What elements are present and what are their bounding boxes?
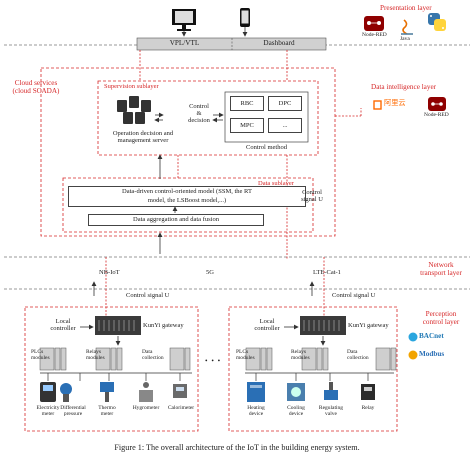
method-rbc: RBC [230, 96, 264, 111]
supervision-title: Supervision sublayer [104, 83, 159, 90]
method-mpc: MPC [230, 118, 264, 133]
java-logo [401, 19, 413, 35]
heating-device-icon [247, 382, 265, 402]
aliyun-label: 阿里云 [384, 99, 406, 107]
gateway-label-left: KunYi gateway [143, 322, 184, 329]
python-logo [428, 13, 446, 31]
nodered-mid-label: Node-RED [424, 112, 449, 118]
aliyun-logo [373, 100, 382, 110]
data-sublayer-title: Data sublayer [258, 180, 294, 187]
nodered-top-label: Node-RED [362, 32, 387, 38]
data-model-box: Data-driven control-oriented model (SSM,… [68, 186, 306, 207]
phone-icon [240, 8, 250, 27]
lte-label: LTE-Cat-1 [313, 269, 341, 276]
differential-pressure-icon [60, 383, 72, 402]
data-sublayer-box [62, 177, 314, 233]
hygrometer-icon [139, 382, 153, 402]
calorimeter-icon [173, 384, 187, 398]
nodered-logo-mid [428, 97, 446, 111]
gateway-label-right: KunYi gateway [348, 322, 389, 329]
device-label-calorimeter: Calorimeter [167, 405, 195, 411]
nodered-logo-top [364, 16, 384, 31]
dashboard-label: Dashboard [263, 39, 295, 47]
layer-title-presentation: Presentation layer [380, 4, 432, 12]
thermo-meter-icon [100, 382, 114, 402]
layer-title-cloud: Cloud services(cloud SCADA) [12, 79, 60, 95]
control-method-label: Control method [246, 144, 287, 151]
relay-icon [361, 384, 375, 400]
control-signal-right: Control signal U [332, 292, 376, 299]
cloud-services-box [40, 67, 336, 237]
gateway-device-left [95, 316, 141, 335]
device-label-relay: Relay [361, 405, 375, 411]
control-decision-label: Control&decision [188, 103, 210, 125]
server-cluster-icon [117, 96, 151, 124]
aggregation-box: Data aggregation and data fusion [88, 214, 264, 226]
device-label-hygrometer: Hygrometer [132, 405, 160, 411]
modules-right [245, 347, 397, 371]
layer-title-data-intelligence: Data intelligence layer [371, 83, 437, 91]
bacnet-logo [408, 332, 418, 342]
perception-box-left [24, 306, 199, 432]
control-method-box [224, 91, 309, 143]
figure-caption: Figure 1: The overall architecture of th… [114, 443, 360, 452]
gateway-device-right [300, 316, 346, 335]
ellipsis: • • • [205, 357, 222, 365]
bacnet-label: BACnet [419, 332, 444, 340]
control-signal-left: Control signal U [126, 292, 170, 299]
presentation-bar [136, 37, 327, 51]
method-more: ... [268, 118, 302, 133]
fiveg-label: 5G [206, 269, 214, 276]
perception-box-right [228, 306, 398, 432]
electricity-meter-icon [40, 382, 56, 402]
layer-separators [4, 44, 470, 290]
nbiot-label: NB-IoT [99, 269, 120, 276]
modbus-label: Modbus [419, 350, 445, 358]
cooling-device-icon [287, 383, 305, 401]
java-label: Java [400, 36, 410, 42]
modbus-logo [408, 350, 418, 360]
desktop-icon [172, 9, 196, 31]
regulating-valve-icon [324, 382, 338, 400]
supervision-sublayer-box [97, 80, 319, 156]
vpl-vtl-label: VPL/VTL [169, 39, 200, 47]
method-dpc: DPC [268, 96, 302, 111]
modules-left [39, 347, 191, 371]
